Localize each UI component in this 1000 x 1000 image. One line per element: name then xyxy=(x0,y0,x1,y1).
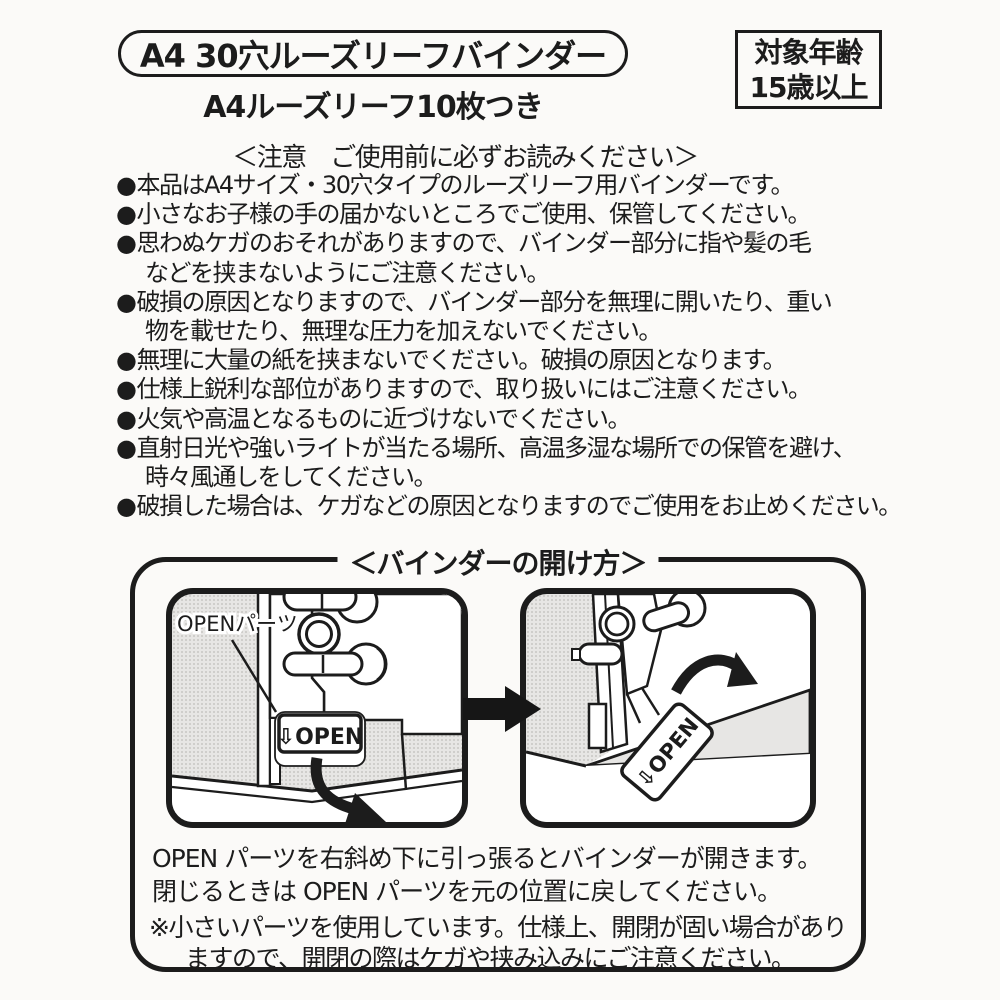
bullet-icon: ● xyxy=(116,404,137,433)
notice-item: ●直射日光や強いライトが当たる場所、高温多湿な場所での保管を避け、 時々風通しを… xyxy=(116,434,906,492)
note-line: ※小さいパーツを使用しています。仕様上、開閉が固い場合があり xyxy=(149,913,848,942)
notice-item: ●本品はA4サイズ・30穴タイプのルーズリーフ用バインダーです。 xyxy=(116,171,906,200)
age-range-line2: 15歳以上 xyxy=(749,70,869,104)
instruction-line: OPEN パーツを右斜め下に引っ張るとバインダーが開きます。 xyxy=(152,844,822,873)
open-instructions: OPEN パーツを右斜め下に引っ張るとバインダーが開きます。 閉じるときは OP… xyxy=(152,843,822,908)
label-leader-line xyxy=(230,639,278,713)
bullet-icon: ● xyxy=(116,375,137,404)
product-title: A4 30穴ルーズリーフバインダー xyxy=(139,36,607,75)
notice-item: ●破損の原因となりますので、バインダー部分を無理に開いたり、重い 物を載せたり、… xyxy=(116,288,906,346)
notice-item-text: 思わぬケガのおそれがありますので、バインダー部分に指や髪の毛 xyxy=(136,229,812,258)
notice-item: ●仕様上鋭利な部位がありますので、取り扱いにはご注意ください。 xyxy=(116,375,906,404)
pull-down-arrow-icon xyxy=(310,757,386,822)
panel-binder-opened: ⇩OPEN xyxy=(520,588,816,828)
open-tab xyxy=(277,713,363,754)
notice-item: ●小さなお子様の手の届かないところでご使用、保管してください。 xyxy=(116,200,906,229)
bullet-icon: ● xyxy=(116,346,137,375)
notice-item-text: 仕様上鋭利な部位がありますので、取り扱いにはご注意ください。 xyxy=(136,375,812,404)
binder-opened-illustration: ⇩OPEN xyxy=(526,594,810,822)
notice-item-text: 破損した場合は、ケガなどの原因となりますのでご使用をお止めください。 xyxy=(136,492,902,521)
notice-list: ●本品はA4サイズ・30穴タイプのルーズリーフ用バインダーです。 ●小さなお子様… xyxy=(116,171,906,521)
panel-binder-closed: ⇩OPEN OPENパーツ xyxy=(166,588,468,828)
rotate-open-arrow-icon xyxy=(671,652,758,695)
notice-item-text: 小さなお子様の手の届かないところでご使用、保管してください。 xyxy=(136,200,811,229)
notice-item: ●破損した場合は、ケガなどの原因となりますのでご使用をお止めください。 xyxy=(116,492,906,521)
age-range-line1: 対象年齢 xyxy=(754,35,863,69)
notice-item: ●火気や高温となるものに近づけないでください。 xyxy=(116,405,906,434)
instruction-line: 閉じるときは OPEN パーツを元の位置に戻してください。 xyxy=(152,876,782,906)
open-parts-label: OPENパーツ xyxy=(177,612,298,636)
notice-item-text: 物を載せたり、無理な圧力を加えないでください。 xyxy=(145,317,662,346)
binder-closed-illustration: ⇩OPEN OPENパーツ xyxy=(172,594,462,822)
notice-item-text: 破損の原因となりますので、バインダー部分を無理に開いたり、重い xyxy=(136,287,832,316)
open-guide-box: ＜バインダーの開け方＞ xyxy=(130,542,866,974)
bullet-icon: ● xyxy=(116,492,137,521)
notice-item-text: 直射日光や強いライトが当たる場所、高温多湿な場所での保管を避け、 xyxy=(136,433,856,462)
age-range-box: 対象年齢 15歳以上 xyxy=(735,30,882,109)
notice-item-text: 無理に大量の紙を挟まないでください。破損の原因となります。 xyxy=(136,346,786,375)
note-line: ますので、開閉の際はケガや挟み込みにご注意ください。 xyxy=(185,943,796,973)
bullet-icon: ● xyxy=(116,229,137,258)
notice-header: ＜注意 ご使用前に必ずお読みください＞ xyxy=(232,143,699,173)
notice-item-text: 火気や高温となるものに近づけないでください。 xyxy=(136,404,631,433)
open-tab-label: ⇩OPEN xyxy=(277,725,364,750)
bullet-icon: ● xyxy=(116,200,137,229)
step-arrow-icon xyxy=(463,686,541,732)
notice-item-text: 時々風通しをしてください。 xyxy=(145,463,438,492)
notice-item-text: 本品はA4サイズ・30穴タイプのルーズリーフ用バインダーです。 xyxy=(136,171,794,199)
notice-item: ●無理に大量の紙を挟まないでください。破損の原因となります。 xyxy=(116,346,906,375)
open-guide-title: ＜バインダーの開け方＞ xyxy=(337,542,659,582)
product-title-pill: A4 30穴ルーズリーフバインダー xyxy=(118,30,628,77)
product-subtitle: A4ルーズリーフ10枚つき xyxy=(203,90,544,125)
notice-item: ●思わぬケガのおそれがありますので、バインダー部分に指や髪の毛 などを挟まないよ… xyxy=(116,229,906,287)
bullet-icon: ● xyxy=(116,433,137,462)
bullet-icon: ● xyxy=(116,287,137,316)
notice-item-text: などを挟まないようにご注意ください。 xyxy=(145,258,551,287)
open-note: ※小さいパーツを使用しています。仕様上、開閉が固い場合があり ますので、開閉の際… xyxy=(149,913,848,974)
bullet-icon: ● xyxy=(116,171,137,199)
